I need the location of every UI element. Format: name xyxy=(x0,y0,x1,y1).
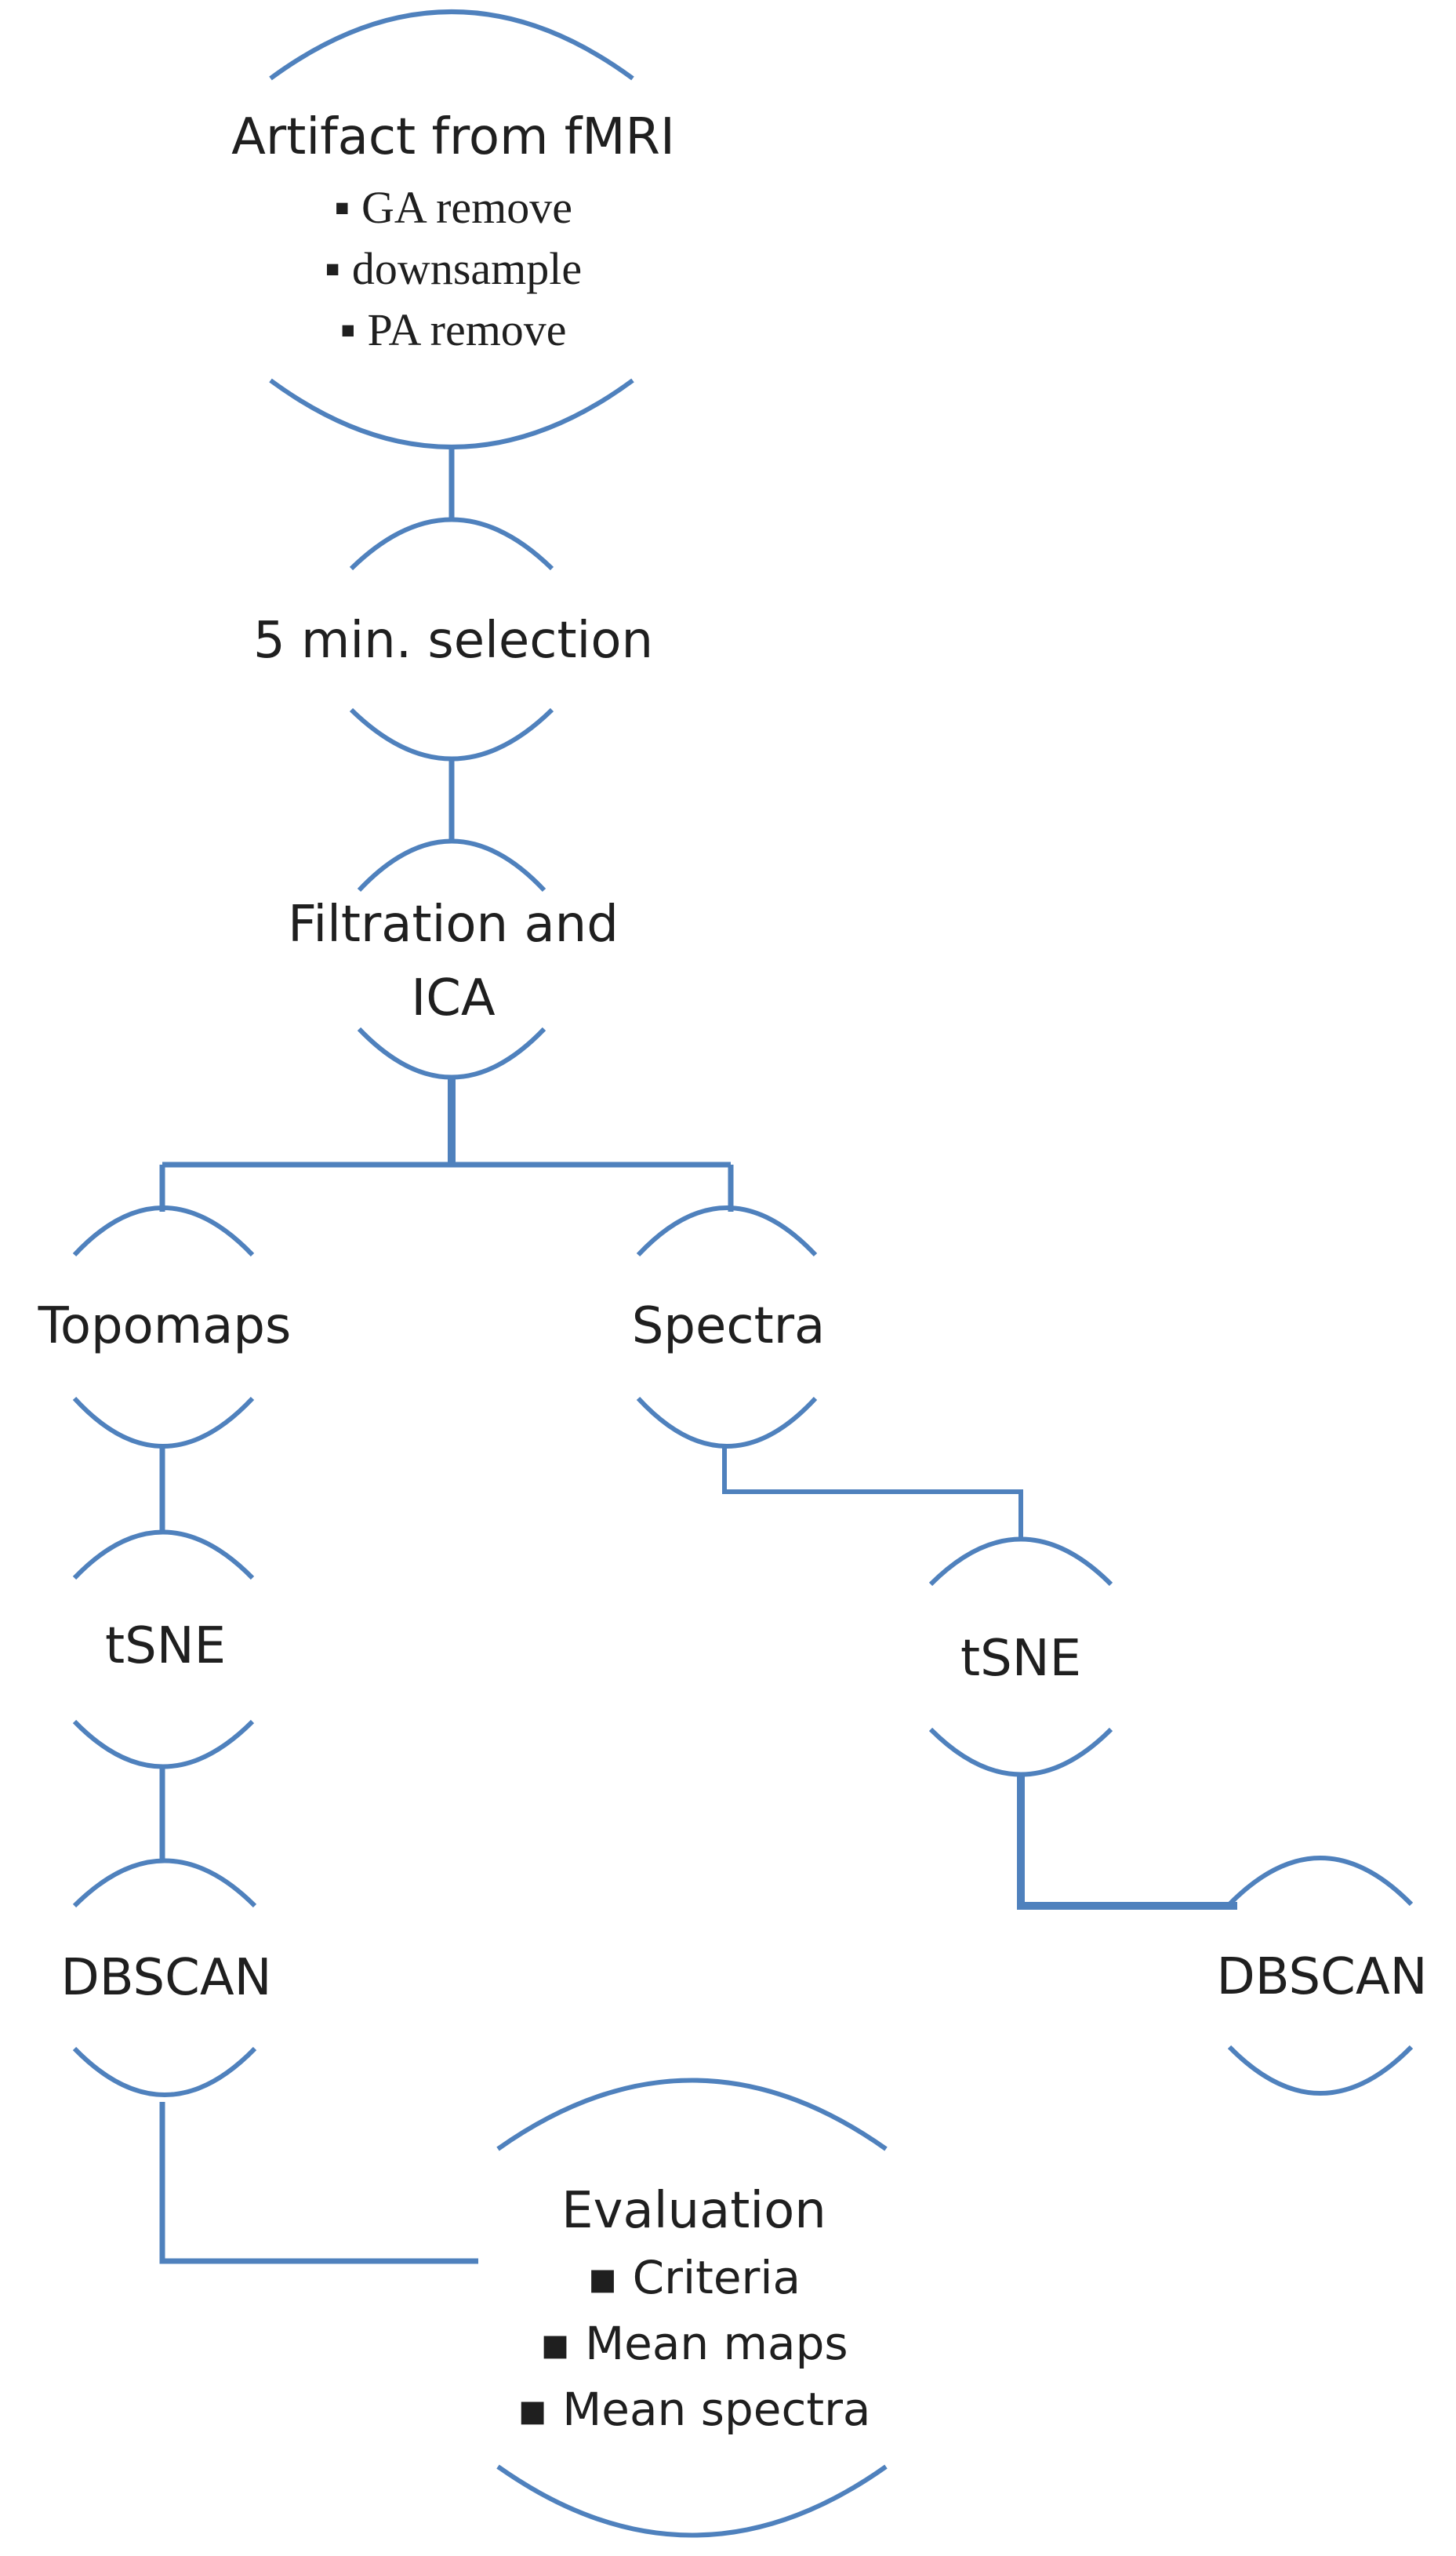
node-tsne-right-top-arc xyxy=(928,1536,1113,1587)
node-topomaps-title: Topomaps xyxy=(38,1297,292,1355)
connectors xyxy=(159,445,1237,2264)
node-artifact-item-1: ▪ GA remove xyxy=(334,182,572,233)
node-dbscan-right-bottom-arc xyxy=(1227,2045,1414,2096)
node-selection-top-arc xyxy=(349,517,554,571)
node-spectra-title: Spectra xyxy=(632,1297,825,1355)
connector-dbscan-left-to-evaluation xyxy=(159,2102,478,2264)
node-filtration-bottom-arc xyxy=(357,1027,546,1080)
node-filtration-top-arc xyxy=(357,838,546,893)
node-dbscan-left: DBSCAN xyxy=(60,1858,272,2097)
node-dbscan-left-top-arc xyxy=(72,1858,257,1908)
node-spectra-top-arc xyxy=(636,1205,818,1257)
node-artifact-title: Artifact from fMRI xyxy=(231,108,675,166)
node-artifact-item-3: ▪ PA remove xyxy=(339,304,566,355)
node-filtration: Filtration and ICA xyxy=(288,838,619,1080)
node-tsne-right: tSNE xyxy=(928,1536,1113,1777)
node-dbscan-right-top-arc xyxy=(1227,1856,1414,1907)
node-topomaps: Topomaps xyxy=(38,1205,292,1449)
node-dbscan-left-bottom-arc xyxy=(72,2046,257,2097)
node-artifact-item-2: ▪ downsample xyxy=(325,243,582,294)
node-filtration-line-1: Filtration and xyxy=(288,896,619,954)
node-tsne-left-top-arc xyxy=(72,1529,255,1580)
connector-spectra-to-tsne-right xyxy=(722,1447,1023,1541)
node-evaluation-title: Evaluation xyxy=(561,2182,826,2240)
node-evaluation-item-3: ▪ Mean spectra xyxy=(517,2383,871,2436)
node-tsne-left-bottom-arc xyxy=(72,1719,255,1769)
node-dbscan-right-title: DBSCAN xyxy=(1216,1948,1427,2006)
node-selection-title: 5 min. selection xyxy=(253,612,653,670)
node-filtration-line-2: ICA xyxy=(411,969,496,1027)
node-artifact-top-arc xyxy=(269,9,634,81)
node-selection-bottom-arc xyxy=(349,707,554,762)
node-spectra: Spectra xyxy=(632,1205,825,1449)
node-tsne-left-title: tSNE xyxy=(105,1617,226,1675)
connector-tsne-right-to-dbscan-right xyxy=(1017,1776,1237,1910)
node-artifact: Artifact from fMRI ▪ GA remove ▪ downsam… xyxy=(231,9,675,449)
node-tsne-right-bottom-arc xyxy=(928,1727,1113,1777)
node-dbscan-left-title: DBSCAN xyxy=(60,1949,271,2007)
node-topomaps-bottom-arc xyxy=(72,1396,255,1449)
node-topomaps-top-arc xyxy=(72,1205,255,1257)
node-artifact-bottom-arc xyxy=(269,378,634,449)
node-evaluation-bottom-arc xyxy=(496,2464,888,2538)
node-evaluation-top-arc xyxy=(496,2078,888,2151)
node-selection: 5 min. selection xyxy=(253,517,653,762)
node-dbscan-right: DBSCAN xyxy=(1216,1856,1428,2096)
node-evaluation-item-1: ▪ Criteria xyxy=(587,2251,801,2304)
node-spectra-bottom-arc xyxy=(636,1396,818,1449)
node-evaluation-item-2: ▪ Mean maps xyxy=(539,2317,848,2370)
node-tsne-left: tSNE xyxy=(72,1529,255,1769)
node-evaluation: Evaluation ▪ Criteria ▪ Mean maps ▪ Mean… xyxy=(496,2078,888,2538)
node-tsne-right-title: tSNE xyxy=(960,1630,1081,1688)
